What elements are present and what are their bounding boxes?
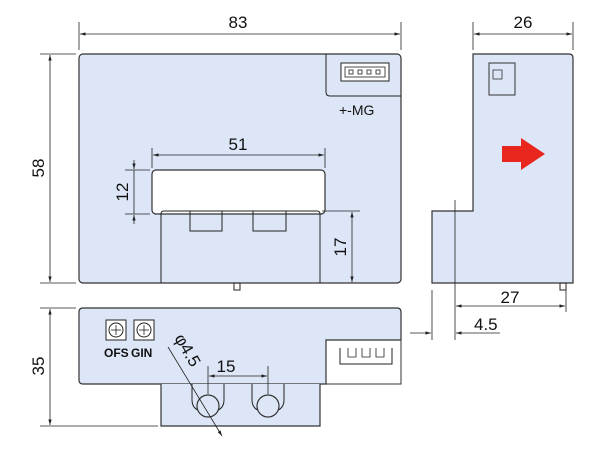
height-dimension: 58 (29, 159, 48, 178)
mounting-hole-right (256, 394, 280, 418)
side-pin (559, 282, 567, 291)
base-height-dimension: 17 (331, 238, 350, 257)
depth-dimension: 26 (514, 13, 533, 32)
front-view: +-MG 83 58 51 12 17 (29, 13, 402, 291)
connector (340, 62, 390, 82)
bottom-view: OFS GIN 35 15 φ4.5 (29, 307, 402, 437)
side-body (431, 53, 574, 284)
pin-offset-dimension: 4.5 (474, 315, 498, 334)
bottom-body (78, 307, 402, 385)
hole-spacing-dimension: 15 (217, 357, 236, 376)
aperture (151, 169, 326, 215)
width-dimension: 83 (229, 13, 248, 32)
front-pin (233, 282, 241, 291)
notch-right (252, 211, 287, 232)
front-body (78, 53, 402, 284)
bottom-height-dimension: 35 (29, 357, 48, 376)
ofs-label: OFS (104, 346, 129, 360)
gin-label: GIN (131, 346, 152, 360)
notch-left (189, 211, 223, 232)
connector-frame (325, 54, 401, 97)
connector-inner (344, 66, 386, 78)
bottom-connector (339, 348, 393, 365)
aperture-width-dimension: 51 (229, 135, 248, 154)
mounting-hole-left (196, 394, 220, 418)
mounting-tab (160, 384, 321, 427)
connector-label: +-MG (339, 102, 374, 118)
aperture-height-dimension: 12 (113, 183, 132, 202)
offset-dimension: 27 (501, 288, 520, 307)
side-view: 26 27 4.5 (410, 13, 574, 340)
hole-diameter-leader (167, 346, 223, 437)
base-block (160, 210, 321, 283)
current-direction-arrow (502, 138, 545, 170)
